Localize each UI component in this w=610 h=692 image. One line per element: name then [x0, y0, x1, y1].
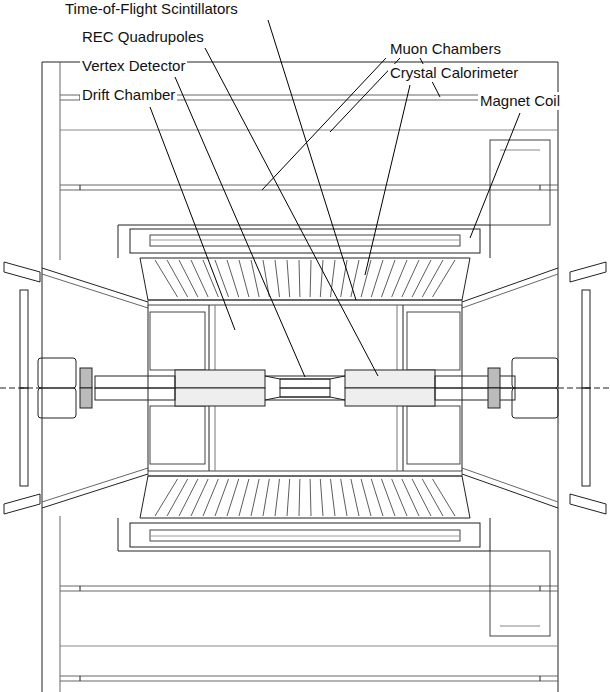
part-label: Drift Chamber: [80, 86, 177, 104]
part-label: REC Quadrupoles: [80, 28, 206, 46]
part-label: Muon Chambers: [388, 40, 503, 58]
part-label: Magnet Coil: [478, 92, 562, 110]
part-label: Crystal Calorimeter: [388, 64, 520, 82]
part-label: Vertex Detector: [80, 57, 187, 75]
part-label: Time-of-Flight Scintillators: [63, 0, 240, 18]
